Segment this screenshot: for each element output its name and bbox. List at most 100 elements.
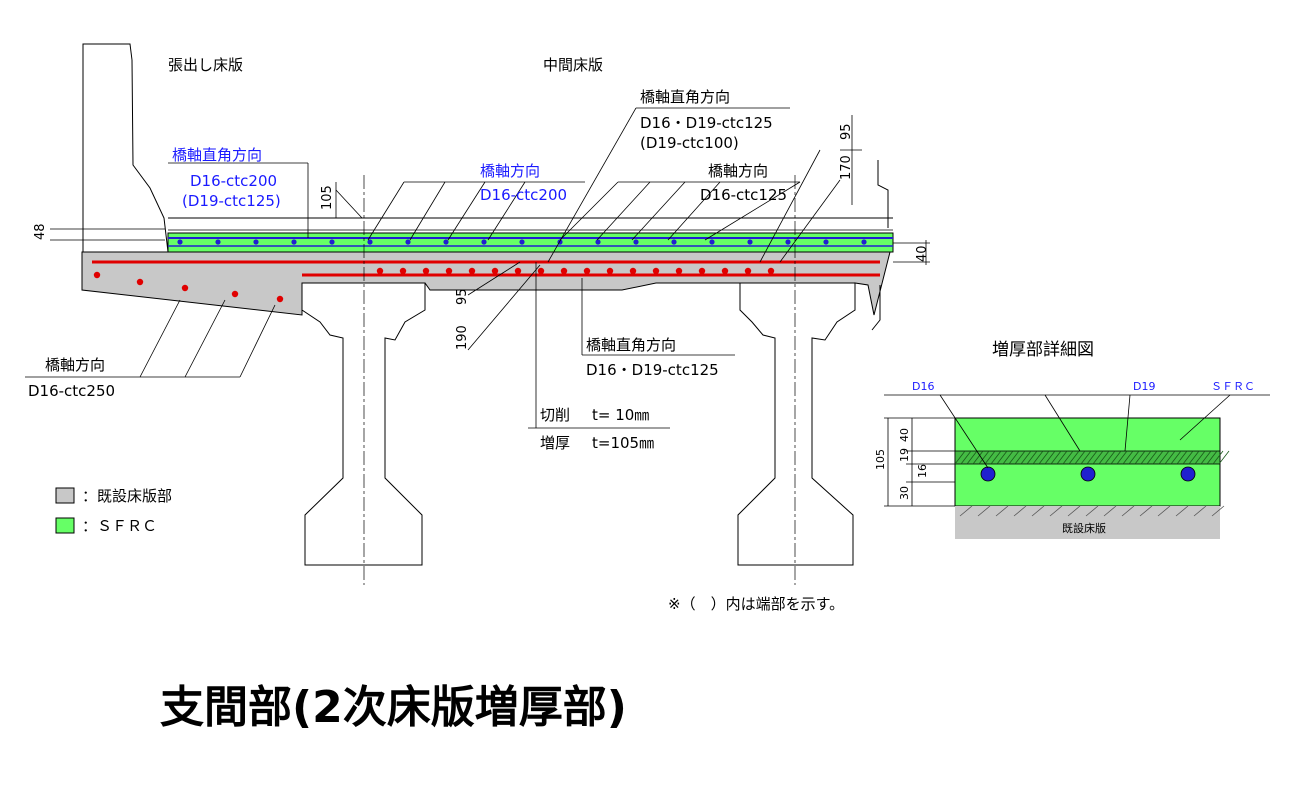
legend-swatch-sfrc xyxy=(55,517,75,534)
red-rebar-dot xyxy=(606,267,614,275)
red-rebar-dot xyxy=(767,267,775,275)
detail-label-existing: 既設床版 xyxy=(1062,521,1106,535)
red-rebar-dot xyxy=(652,267,660,275)
sfrc-overlay xyxy=(167,217,894,253)
detail-label-d16: D16 xyxy=(912,380,934,393)
blue-rebar-dot xyxy=(633,239,639,245)
longitudinal-top-spec: D16-ctc200 xyxy=(480,186,567,204)
overhang-transverse-spec: D16-ctc200 xyxy=(190,172,277,190)
legend-label-existing: ：既設床版部 xyxy=(82,487,172,505)
dim-40: 40 xyxy=(915,245,930,262)
red-rebar-dot xyxy=(468,267,476,275)
detail-rebar xyxy=(980,466,996,482)
blue-rebar-dot xyxy=(481,239,487,245)
detail-existing xyxy=(955,506,1220,539)
blue-rebar-dot xyxy=(671,239,677,245)
transverse-top-end: (D19-ctc100) xyxy=(640,134,739,152)
blue-rebar-dot xyxy=(253,239,259,245)
red-rebar-dot xyxy=(721,267,729,275)
red-rebar-dot xyxy=(181,284,189,292)
red-rebar-dot xyxy=(376,267,384,275)
red-rebar-dots xyxy=(93,267,775,303)
detail-label-sfrc: ＳＦＲＣ xyxy=(1211,380,1255,393)
blue-rebar-dot xyxy=(367,239,373,245)
cutting-value: t= 10㎜ xyxy=(592,406,649,424)
detail-dim-30: 30 xyxy=(898,486,911,500)
intermediate-slab-label: 中間床版 xyxy=(543,56,603,74)
blue-rebar-dot xyxy=(519,239,525,245)
detail-rebar xyxy=(1180,466,1196,482)
red-rebar-dot xyxy=(629,267,637,275)
dimension-marks xyxy=(50,115,930,265)
detail-hatch xyxy=(954,450,1230,465)
girder-centerlines xyxy=(363,175,796,585)
left-girder xyxy=(301,282,426,566)
dim-105: 105 xyxy=(320,185,335,210)
red-rebar-dot xyxy=(491,267,499,275)
red-rebars xyxy=(92,260,880,277)
break-line xyxy=(871,160,889,331)
detail-drawing: 増厚部詳細図 D16 D19 ＳＦＲＣ 既設床版 105 40 19 16 30 xyxy=(874,340,1270,539)
red-rebar-dot xyxy=(583,267,591,275)
red-rebar-dot xyxy=(537,267,545,275)
caption: 支間部(2次床版増厚部) xyxy=(160,682,627,733)
red-rebar-dot xyxy=(514,267,522,275)
red-rebar-dot xyxy=(675,267,683,275)
detail-dim-40: 40 xyxy=(898,428,911,442)
legend-swatch-existing xyxy=(55,487,75,504)
blue-rebar-dot xyxy=(785,239,791,245)
longitudinal-right-spec: D16-ctc125 xyxy=(700,186,787,204)
dim-190: 190 xyxy=(455,325,470,350)
red-rebar-dot xyxy=(276,295,284,303)
red-rebar-dot xyxy=(231,290,239,298)
detail-existing-hatch xyxy=(959,505,1225,517)
detail-rebar xyxy=(1080,466,1096,482)
blue-rebar-dot xyxy=(443,239,449,245)
right-girder xyxy=(737,282,856,566)
cutting-label: 切削 xyxy=(540,406,570,424)
transverse-top-title: 橋軸直角方向 xyxy=(640,88,730,106)
overhang-transverse-title: 橋軸直角方向 xyxy=(172,146,262,164)
blue-rebar-dot xyxy=(215,239,221,245)
thickening-label: 増厚 xyxy=(540,434,570,452)
detail-title: 増厚部詳細図 xyxy=(992,340,1094,360)
note: ※（ ）内は端部を示す。 xyxy=(668,595,844,613)
dim-95-top: 95 xyxy=(839,123,854,140)
blue-rebar-dot xyxy=(861,239,867,245)
red-rebar-dot xyxy=(445,267,453,275)
red-rebar-dot xyxy=(698,267,706,275)
longitudinal-bottom-title: 橋軸方向 xyxy=(45,356,105,374)
transverse-top-spec: D16・D19-ctc125 xyxy=(640,114,773,132)
red-rebar-dot xyxy=(136,278,144,286)
thickening-value: t=105㎜ xyxy=(592,434,654,452)
red-rebar-dot xyxy=(93,271,101,279)
red-rebar-dot xyxy=(399,267,407,275)
dim-170: 170 xyxy=(839,155,854,180)
legend: ：既設床版部 ：ＳＦＲＣ xyxy=(55,487,172,535)
blue-rebar-dot xyxy=(709,239,715,245)
dim-48: 48 xyxy=(33,223,48,240)
detail-dim-16: 16 xyxy=(916,464,929,478)
transverse-bottom-spec: D16・D19-ctc125 xyxy=(586,361,719,379)
overhang-transverse-end: (D19-ctc125) xyxy=(182,192,281,210)
longitudinal-bottom-spec: D16-ctc250 xyxy=(28,382,115,400)
blue-rebar-dots xyxy=(177,239,867,245)
detail-dim-105: 105 xyxy=(874,449,887,470)
detail-hatch-band xyxy=(954,450,1221,465)
legend-label-sfrc: ：ＳＦＲＣ xyxy=(82,517,157,535)
red-rebar-dot xyxy=(744,267,752,275)
sfrc-layer xyxy=(167,232,894,253)
blue-rebar-dot xyxy=(177,239,183,245)
main-labels: 張出し床版 中間床版 橋軸直角方向 D16-ctc200 (D19-ctc125… xyxy=(28,56,930,613)
blue-rebar-dot xyxy=(329,239,335,245)
blue-rebar-dot xyxy=(405,239,411,245)
blue-rebar-dot xyxy=(291,239,297,245)
detail-label-d19: D19 xyxy=(1133,380,1155,393)
red-rebar-dot xyxy=(560,267,568,275)
leader-lines xyxy=(25,107,841,429)
red-rebar-dot xyxy=(422,267,430,275)
transverse-bottom-title: 橋軸直角方向 xyxy=(586,336,676,354)
detail-dim-19: 19 xyxy=(898,448,911,462)
overhang-slab-label: 張出し床版 xyxy=(168,56,243,74)
